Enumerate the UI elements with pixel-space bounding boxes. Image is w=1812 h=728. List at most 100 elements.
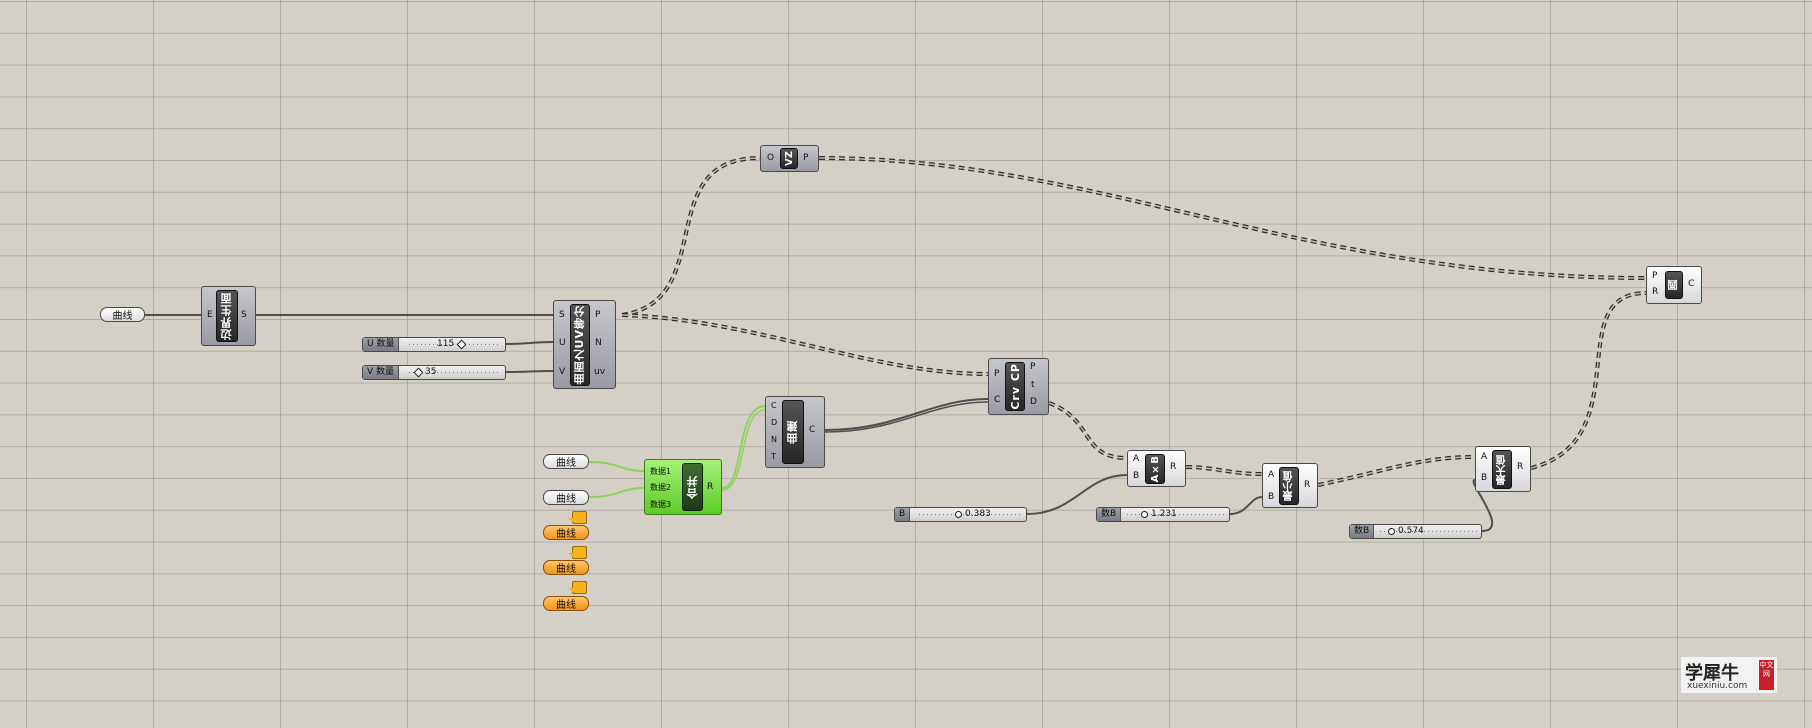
wire-divide-to-vz	[621, 156, 761, 317]
circle-input-r[interactable]: R	[1652, 287, 1659, 297]
crvcp-input-c[interactable]: C	[994, 395, 1001, 405]
curve-interp-node[interactable]: C D N T 曲建 C	[765, 396, 825, 468]
divide-surface-node[interactable]: S U V 曲面之UV等分 P N uv	[553, 300, 616, 389]
multiply-core[interactable]: A×B	[1145, 454, 1165, 484]
slider-u-grip[interactable]	[456, 339, 467, 350]
slider-v-label: V 数量	[363, 366, 400, 379]
curveinterp-output-c[interactable]: C	[809, 425, 816, 435]
circle-output-c[interactable]: C	[1688, 279, 1695, 289]
maximum-input-b[interactable]: B	[1481, 473, 1488, 483]
merge-title: 合并	[685, 475, 699, 499]
curve-interp-core[interactable]: 曲建	[782, 400, 804, 464]
crvcp-input-p[interactable]: P	[994, 369, 1000, 379]
curve-param-a-label: 曲线	[556, 458, 576, 469]
curveinterp-input-n[interactable]: N	[771, 435, 777, 444]
divide-input-v[interactable]: V	[559, 367, 566, 377]
slider-num-b2[interactable]: 数B 0.574	[1349, 524, 1482, 539]
curveinterp-input-t[interactable]: T	[771, 452, 776, 461]
slider-b-track[interactable]	[919, 514, 1023, 515]
watermark-brand: 学犀牛	[1685, 663, 1739, 684]
merge-input-1[interactable]: 数据1	[650, 467, 672, 476]
boundary-input-e[interactable]: E	[207, 310, 213, 320]
curve-param-node[interactable]: 曲线	[100, 307, 145, 322]
minimum-output-r[interactable]: R	[1304, 480, 1311, 490]
slider-u-value: 115	[437, 339, 455, 349]
vector-z-core[interactable]: VZ	[780, 148, 798, 169]
warning-flag-icon	[568, 546, 587, 559]
curveinterp-input-c[interactable]: C	[771, 401, 777, 410]
divide-output-p[interactable]: P	[595, 310, 601, 320]
wire-curveinterp-to-crvcp	[824, 398, 989, 431]
multiply-input-b[interactable]: B	[1133, 471, 1140, 481]
maximum-core[interactable]: 最大值	[1492, 450, 1512, 489]
slider-u-track[interactable]	[409, 344, 501, 345]
merge-core[interactable]: 合并	[682, 463, 703, 511]
vz-input-o[interactable]: O	[767, 153, 775, 163]
divide-surface-core[interactable]: 曲面之UV等分	[570, 304, 590, 386]
slider-num-b2-value: 0.574	[1398, 526, 1424, 536]
maximum-node[interactable]: A B 最大值 R	[1475, 446, 1531, 492]
crvcp-output-t[interactable]: t	[1031, 380, 1035, 390]
curve-closest-point-core[interactable]: Crv CP	[1005, 362, 1025, 411]
minimum-node[interactable]: A B 最小值 R	[1262, 463, 1318, 508]
crvcp-output-p[interactable]: P	[1030, 362, 1036, 372]
slider-u-count[interactable]: U 数量 115	[362, 337, 506, 352]
slider-num-b2-grip[interactable]	[1388, 528, 1395, 535]
divide-output-uv[interactable]: uv	[594, 367, 606, 377]
divide-input-u[interactable]: U	[559, 338, 566, 348]
slider-u-label: U 数量	[363, 338, 400, 351]
curve-param-label: 曲线	[112, 311, 133, 322]
warning-flag-icon	[568, 581, 587, 594]
multiply-output-r[interactable]: R	[1170, 462, 1177, 472]
merge-input-3[interactable]: 数据3	[650, 500, 672, 509]
multiply-node[interactable]: A B A×B R	[1127, 450, 1186, 487]
wire-crvcp-to-multiply	[1048, 401, 1128, 460]
maximum-input-a[interactable]: A	[1481, 452, 1488, 462]
circle-core[interactable]: 圆	[1665, 271, 1683, 299]
wire-slider-u-to-divide	[505, 341, 554, 345]
curve-param-d[interactable]: 曲线	[543, 560, 589, 575]
boundary-surfaces-node[interactable]: E 边界生面 S	[201, 286, 256, 346]
curve-closest-point-node[interactable]: P C Crv CP P t D	[988, 358, 1049, 415]
wire-curveinterp-to-crvcp-2	[824, 401, 989, 433]
curve-param-a[interactable]: 曲线	[543, 454, 589, 469]
divide-input-s[interactable]: S	[559, 310, 565, 320]
wire-multiply-to-minimum-inner	[1185, 466, 1263, 475]
boundary-output-s[interactable]: S	[241, 310, 247, 320]
curve-param-c[interactable]: 曲线	[543, 525, 589, 540]
boundary-surfaces-core[interactable]: 边界生面	[216, 290, 238, 342]
merge-input-2[interactable]: 数据2	[650, 483, 672, 492]
vector-z-node[interactable]: O VZ P	[760, 145, 819, 172]
wire-minimum-to-maximum	[1317, 455, 1476, 487]
circle-node[interactable]: P R 圆 C	[1646, 266, 1702, 304]
slider-v-grip[interactable]	[413, 367, 424, 378]
minimum-input-a[interactable]: A	[1268, 470, 1275, 480]
boundary-surfaces-title: 边界生面	[220, 292, 233, 340]
slider-num-b1-value: 1.231	[1151, 509, 1177, 519]
multiply-input-a[interactable]: A	[1133, 454, 1140, 464]
crvcp-output-d[interactable]: D	[1030, 397, 1037, 407]
slider-num-b1-track[interactable]	[1127, 514, 1225, 515]
minimum-input-b[interactable]: B	[1268, 492, 1275, 502]
curveinterp-input-d[interactable]: D	[771, 418, 778, 427]
slider-b[interactable]: B 0.383	[894, 507, 1027, 522]
maximum-output-r[interactable]: R	[1517, 462, 1524, 472]
circle-input-p[interactable]: P	[1652, 271, 1658, 281]
slider-b-grip[interactable]	[955, 511, 962, 518]
minimum-core[interactable]: 最小值	[1279, 467, 1299, 505]
merge-output-r[interactable]: R	[707, 482, 714, 492]
curve-param-d-label: 曲线	[556, 564, 576, 575]
divide-output-n[interactable]: N	[595, 338, 602, 348]
slider-v-track[interactable]	[409, 372, 501, 373]
slider-b-value: 0.383	[965, 509, 991, 519]
curve-param-e[interactable]: 曲线	[543, 596, 589, 611]
slider-v-count[interactable]: V 数量 35	[362, 365, 506, 380]
slider-num-b1-grip[interactable]	[1141, 511, 1148, 518]
vz-output-p[interactable]: P	[803, 153, 809, 163]
curve-param-b[interactable]: 曲线	[543, 490, 589, 505]
minimum-title: 最小值	[1283, 471, 1295, 501]
merge-node[interactable]: 数据1 数据2 数据3 合并 R	[644, 459, 722, 515]
slider-num-b1[interactable]: 数B 1.231	[1096, 507, 1230, 522]
slider-num-b2-track[interactable]	[1380, 531, 1477, 532]
